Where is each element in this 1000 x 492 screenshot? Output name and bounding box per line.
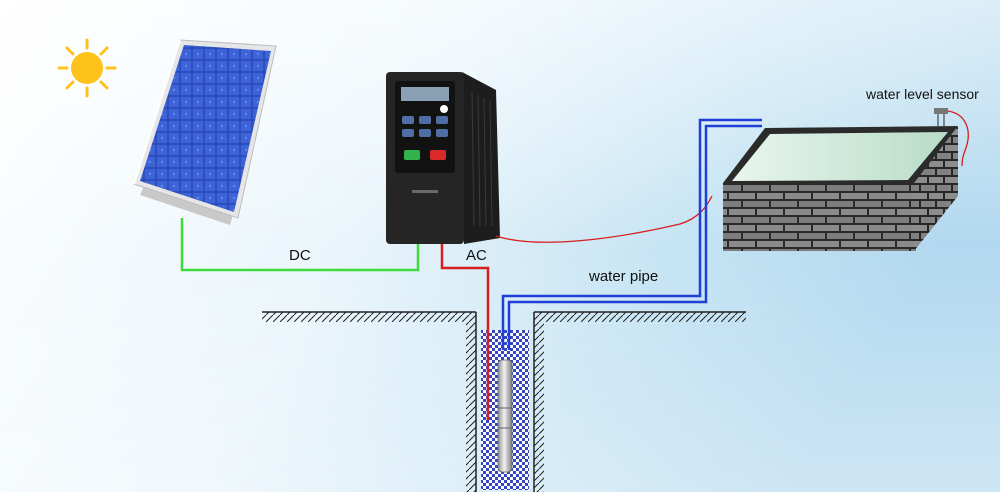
water-pipe-label: water pipe	[589, 268, 659, 285]
sensor-control-wire	[495, 195, 713, 243]
water-level-sensor-label: water level sensor	[866, 86, 979, 102]
sun-icon	[57, 38, 117, 98]
dc-label: DC	[289, 247, 311, 264]
water-level-sensor-icon	[934, 108, 969, 167]
water-pipe	[501, 118, 762, 350]
solar-panel-icon	[133, 39, 277, 225]
ac-wire	[440, 244, 490, 420]
submersible-pump-icon	[497, 359, 513, 473]
brick-water-tank-icon	[723, 126, 958, 251]
ground-surface	[262, 311, 746, 492]
pump-inverter-icon	[386, 72, 500, 244]
dc-wire	[180, 218, 420, 272]
ac-label: AC	[466, 247, 487, 264]
